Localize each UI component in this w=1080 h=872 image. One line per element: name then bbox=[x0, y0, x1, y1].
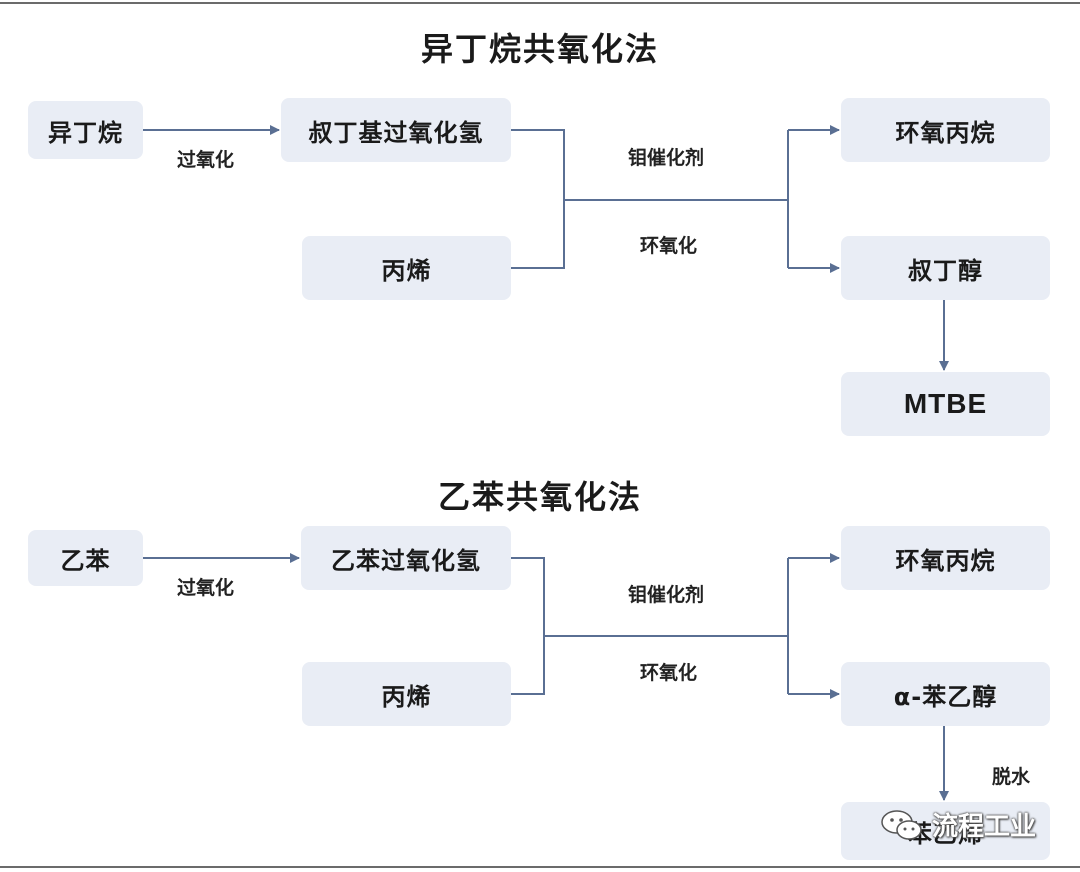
line-propylene-to-junction bbox=[511, 200, 565, 269]
box-propylene-1: 丙烯 bbox=[302, 236, 511, 300]
watermark-text: 流程工业 bbox=[932, 812, 1037, 842]
section2-title: 乙苯共氧化法 bbox=[437, 478, 642, 516]
box-isobutane: 异丁烷 bbox=[28, 101, 143, 159]
label-peroxidation-2: 过氧化 bbox=[177, 577, 235, 599]
box-ebhp: 乙苯过氧化氢 bbox=[301, 526, 511, 590]
section1-title: 异丁烷共氧化法 bbox=[420, 30, 659, 68]
line-ebhp-to-junction bbox=[511, 557, 545, 636]
label-catalyst-1: 钼催化剂 bbox=[628, 147, 705, 169]
box-propylene-oxide-2: 环氧丙烷 bbox=[841, 526, 1050, 590]
label-epoxidation-1: 环氧化 bbox=[640, 235, 698, 257]
wechat-icon bbox=[881, 809, 922, 840]
top-frame-line bbox=[0, 2, 1080, 4]
box-phenylethanol: α-苯乙醇 bbox=[841, 662, 1050, 726]
watermark: 流程工业 bbox=[880, 806, 1036, 843]
box-propylene-oxide-1: 环氧丙烷 bbox=[841, 98, 1050, 162]
label-dehydration: 脱水 bbox=[992, 766, 1031, 788]
line-propylene2-to-junction bbox=[511, 636, 545, 695]
label-catalyst-2: 钼催化剂 bbox=[628, 584, 705, 606]
bottom-frame-line bbox=[0, 866, 1080, 868]
label-epoxidation-2: 环氧化 bbox=[640, 662, 698, 684]
box-mtbe: MTBE bbox=[841, 372, 1050, 436]
box-propylene-2: 丙烯 bbox=[302, 662, 511, 726]
box-tbhp: 叔丁基过氧化氢 bbox=[281, 98, 511, 162]
line-tbhp-to-junction bbox=[511, 129, 565, 200]
box-ethylbenzene: 乙苯 bbox=[28, 530, 143, 586]
label-peroxidation-1: 过氧化 bbox=[177, 149, 235, 171]
box-tba: 叔丁醇 bbox=[841, 236, 1050, 300]
